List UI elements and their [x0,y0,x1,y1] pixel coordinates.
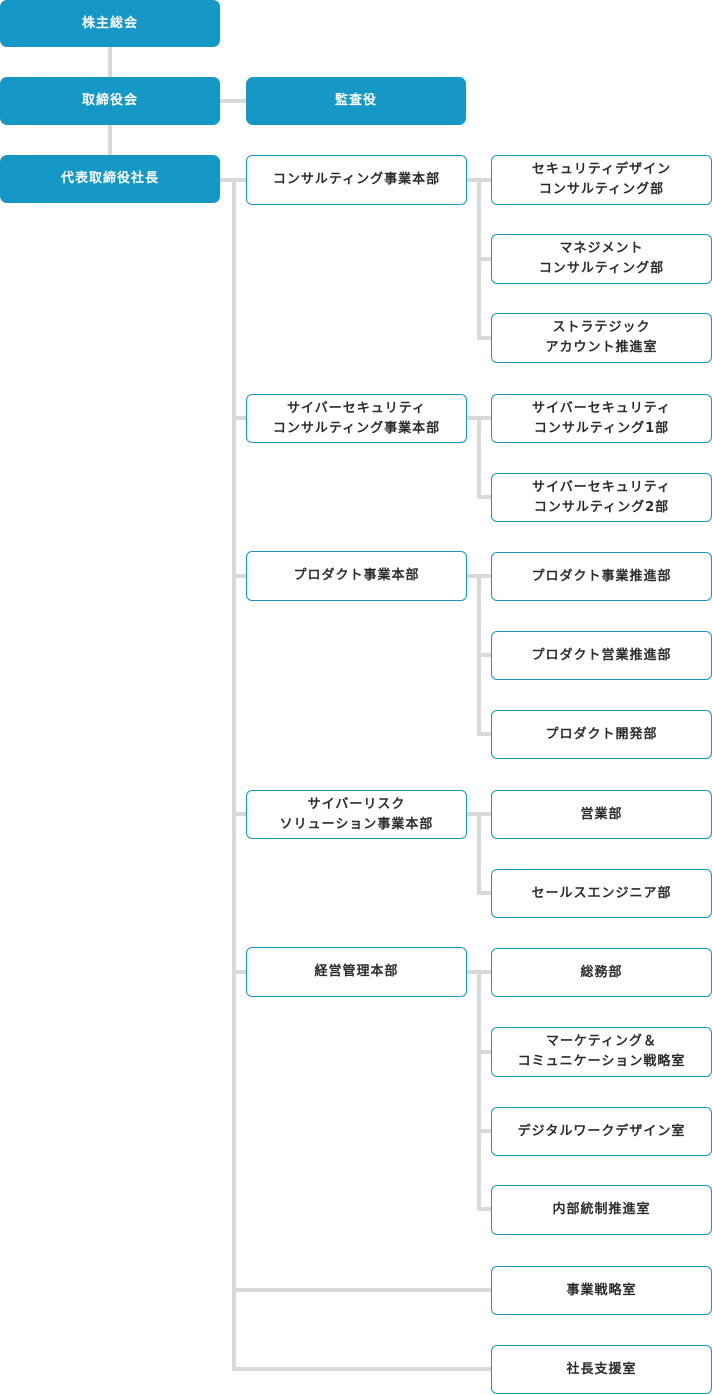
office-label: 事業戦略室 [566,1282,637,1298]
dept-sales-engineer: セールスエンジニア部 [491,869,712,918]
connector-cyber-risk-spine [477,812,481,894]
connector-product-stub [466,574,480,578]
connector-product-d3 [477,732,491,736]
connector-cyber-risk-d1 [477,812,491,816]
dept-label: コンサルティング1部 [533,420,670,436]
dept-product-sales-promotion: プロダクト営業推進部 [491,631,712,680]
connector-product-d2 [477,653,491,657]
dept-label: コンサルティング部 [538,261,665,276]
connector-trunk-management [232,970,246,974]
connector-ceo-trunk [232,178,236,1371]
connector-board-ceo [108,124,112,155]
connector-trunk-cyber-risk [232,812,246,816]
dept-label: サイバーセキュリティ [532,479,671,495]
connector-trunk-product [232,574,246,578]
connector-trunk-president-support [232,1367,491,1371]
connector-consulting-d1 [477,178,491,182]
node-label: 取締役会 [81,93,138,108]
dept-label: コミュニケーション戦略室 [517,1054,686,1069]
dept-product-development: プロダクト開発部 [491,710,712,759]
node-board-of-directors: 取締役会 [0,77,220,125]
connector-management-d4 [477,1207,491,1211]
connector-cyber-consulting-d2 [477,495,491,499]
connector-shareholders-board [108,46,112,77]
dept-label: サイバーセキュリティ [532,400,671,416]
division-label: 経営管理本部 [314,964,399,979]
division-cyber-risk: サイバーリスク ソリューション事業本部 [246,790,467,839]
connector-product-d1 [477,574,491,578]
dept-label: コンサルティング部 [538,182,665,197]
division-label: コンサルティング事業本部 [272,172,441,187]
dept-label: プロダクト事業推進部 [531,568,672,584]
dept-label: プロダクト営業推進部 [531,647,672,663]
dept-management-consulting: マネジメント コンサルティング部 [491,234,712,284]
office-business-strategy: 事業戦略室 [491,1266,712,1315]
dept-sales: 営業部 [491,790,712,839]
dept-strategic-account: ストラテジック アカウント推進室 [491,313,712,363]
dept-cyber-consulting-1: サイバーセキュリティ コンサルティング1部 [491,394,712,443]
division-cyber-consulting: サイバーセキュリティ コンサルティング事業本部 [246,394,467,443]
node-label: 株主総会 [81,15,138,31]
dept-label: 総務部 [580,964,623,980]
dept-product-business-promotion: プロダクト事業推進部 [491,552,712,601]
dept-label: プロダクト開発部 [545,726,658,742]
dept-cyber-consulting-2: サイバーセキュリティ コンサルティング2部 [491,473,712,522]
connector-consulting-d2 [477,257,491,261]
dept-label: マーケティング＆ [546,1034,657,1049]
connector-consulting-stub [466,178,480,182]
dept-label: セキュリティデザイン [531,162,672,177]
dept-label: ストラテジック [552,320,651,335]
connector-ceo-stub [219,178,235,182]
dept-digital-work-design: デジタルワークデザイン室 [491,1107,712,1156]
dept-label: 営業部 [580,806,623,822]
connector-cyber-consulting-spine [477,416,481,498]
connector-consulting-d3 [477,336,491,340]
connector-cyber-risk-stub [466,812,480,816]
dept-label: 内部統制推進室 [552,1202,651,1217]
node-shareholders-meeting: 株主総会 [0,0,220,47]
dept-general-affairs: 総務部 [491,948,712,997]
division-label: コンサルティング事業本部 [272,420,441,436]
node-auditor: 監査役 [246,77,466,125]
node-label: 監査役 [334,93,377,108]
dept-label: デジタルワークデザイン室 [517,1123,686,1139]
dept-security-design-consulting: セキュリティデザイン コンサルティング部 [491,155,712,205]
office-president-support: 社長支援室 [491,1345,712,1394]
dept-label: コンサルティング2部 [533,499,670,515]
connector-trunk-cyber-consulting [232,416,246,420]
connector-management-d1 [477,970,491,974]
connector-cyber-consulting-stub [466,416,480,420]
connector-cyber-risk-d2 [477,891,491,895]
connector-trunk-business-strategy [232,1288,491,1292]
dept-label: マネジメント [559,241,644,256]
office-label: 社長支援室 [566,1361,637,1377]
connector-management-spine [477,970,481,1210]
dept-marketing-communication: マーケティング＆ コミュニケーション戦略室 [491,1027,712,1077]
connector-management-stub [466,970,480,974]
connector-management-d2 [477,1050,491,1054]
division-label: サイバーセキュリティ [287,400,426,416]
division-consulting: コンサルティング事業本部 [246,155,467,205]
dept-label: アカウント推進室 [545,340,658,355]
division-product: プロダクト事業本部 [246,551,467,601]
connector-cyber-consulting-d1 [477,416,491,420]
division-management: 経営管理本部 [246,947,467,997]
connector-board-auditor [219,99,246,103]
connector-trunk-consulting [232,178,246,182]
node-label: 代表取締役社長 [60,171,159,186]
connector-management-d3 [477,1129,491,1133]
division-label: プロダクト事業本部 [293,568,420,583]
dept-label: セールスエンジニア部 [531,885,672,901]
division-label: サイバーリスク [307,796,406,812]
division-label: ソリューション事業本部 [279,816,434,832]
node-ceo: 代表取締役社長 [0,155,220,203]
dept-internal-control: 内部統制推進室 [491,1185,712,1235]
